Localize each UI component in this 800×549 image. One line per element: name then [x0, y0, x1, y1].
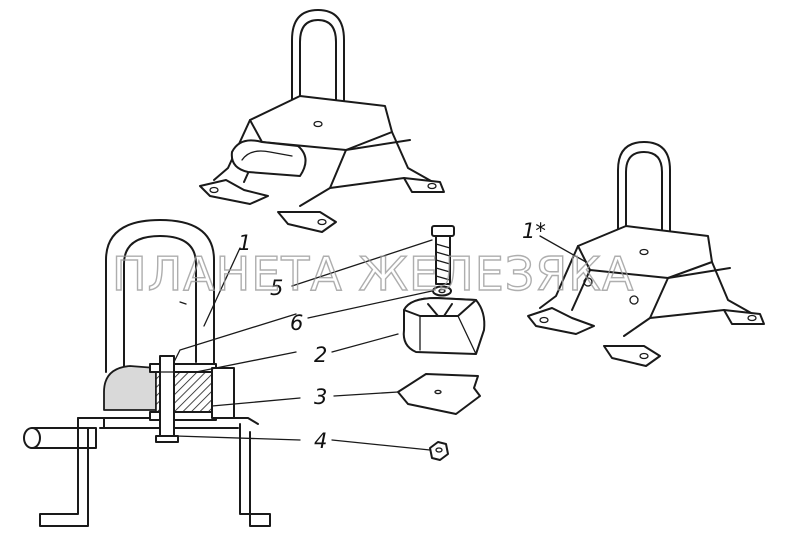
callout-5: 5 [270, 276, 283, 300]
callout-2: 2 [314, 343, 327, 367]
nut-4 [429, 441, 449, 461]
watermark-text: ПЛАНЕТА ЖЕЛЕЗЯКА [112, 247, 634, 301]
callout-6: 6 [290, 311, 303, 335]
washer-6 [432, 285, 452, 297]
section-assembly [23, 219, 271, 527]
callout-1-star: 1* [522, 219, 546, 243]
leader-lines [149, 235, 587, 451]
plate-3 [397, 373, 481, 415]
rubber-cushion-2 [402, 297, 486, 355]
top-bracket [199, 9, 445, 233]
right-bracket [527, 141, 765, 367]
callout-4: 4 [314, 429, 327, 453]
callout-3: 3 [314, 385, 327, 409]
callout-1: 1 [238, 231, 251, 255]
bolt-5 [431, 225, 455, 285]
